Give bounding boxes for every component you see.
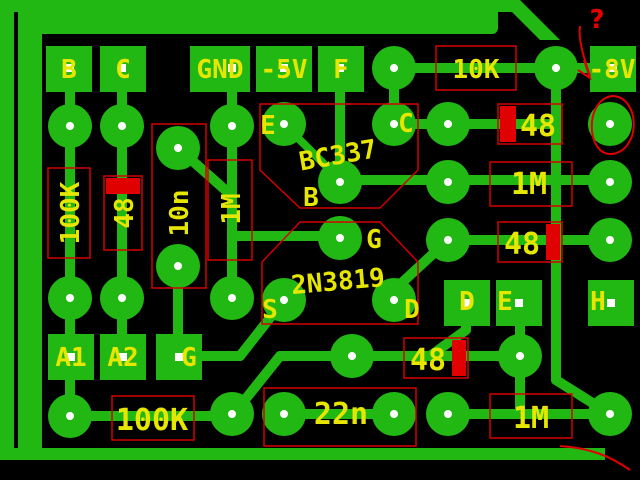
label-c-48-top: 48 — [520, 109, 556, 144]
label-pad-gnd: GND — [197, 55, 244, 85]
label-c-10n: 10n — [165, 190, 195, 237]
outline-c-10n — [151, 123, 207, 289]
annotation-question-mark: ? — [589, 5, 604, 35]
label-pad-e: E — [497, 287, 513, 317]
ground-plane-border — [0, 0, 605, 460]
label-pad-g: G — [181, 343, 197, 373]
label-c-48-mid: 48 — [504, 227, 540, 262]
outline-c-48-bot — [403, 337, 469, 379]
outline-c-48-mid — [497, 221, 563, 263]
component-outlines — [47, 45, 573, 447]
outline-r-10k — [435, 45, 517, 91]
label-c-22n: 22n — [314, 397, 368, 432]
label-q2-s: S — [262, 295, 278, 325]
label-pad-f: F — [333, 55, 349, 85]
polarity-markers — [106, 106, 560, 376]
pad-labels: B C GND -5V F -8V D E H A1 A2 G — [55, 55, 635, 373]
label-q1-b: B — [303, 183, 319, 213]
outline-c-22n — [263, 387, 417, 447]
label-pad-c: C — [115, 55, 131, 85]
annotation-circle — [590, 94, 635, 156]
outline-r-1m-bot — [489, 393, 573, 439]
label-q1-e: E — [260, 111, 276, 141]
label-pad-a2: A2 — [107, 343, 138, 373]
outline-q1 — [259, 103, 419, 209]
outline-c-48-top — [497, 103, 563, 145]
drill-holes — [66, 64, 617, 420]
label-pad-minus8v: -8V — [589, 55, 636, 85]
label-q2-g: G — [366, 225, 382, 255]
outline-c-48-v — [103, 175, 143, 251]
outline-r-100k-h — [111, 395, 195, 441]
label-r-100k-h: 100K — [116, 403, 188, 438]
label-r-1m-mid: 1M — [511, 167, 547, 202]
label-pad-b: B — [61, 55, 77, 85]
label-q1-c: C — [398, 109, 414, 139]
outline-r-1m-v — [207, 159, 253, 261]
pad-gnd — [190, 46, 250, 92]
outline-q2 — [261, 221, 419, 325]
label-pad-minus5v: -5V — [261, 55, 308, 85]
label-q2-d: D — [404, 295, 420, 325]
label-c-48-bot: 48 — [410, 343, 446, 378]
outline-r-1m-mid — [489, 161, 573, 207]
label-pad-a1: A1 — [55, 343, 86, 373]
red-annotation: ? — [559, 5, 635, 471]
label-pad-h: H — [590, 287, 606, 317]
label-c-48-v: 48 — [110, 197, 140, 228]
label-r-1m-bot: 1M — [513, 401, 549, 436]
label-r-1m-v: 1M — [217, 193, 247, 224]
round-pads — [48, 46, 632, 438]
square-pads — [46, 46, 636, 380]
outline-r-100k-v — [47, 167, 91, 259]
label-pad-d: D — [459, 287, 475, 317]
label-r-10k: 10K — [453, 55, 500, 85]
component-labels: 10K BC337 E C B 100K 48 10n 1M 48 1M 48 … — [56, 55, 556, 438]
label-r-100k-v: 100K — [56, 181, 86, 244]
